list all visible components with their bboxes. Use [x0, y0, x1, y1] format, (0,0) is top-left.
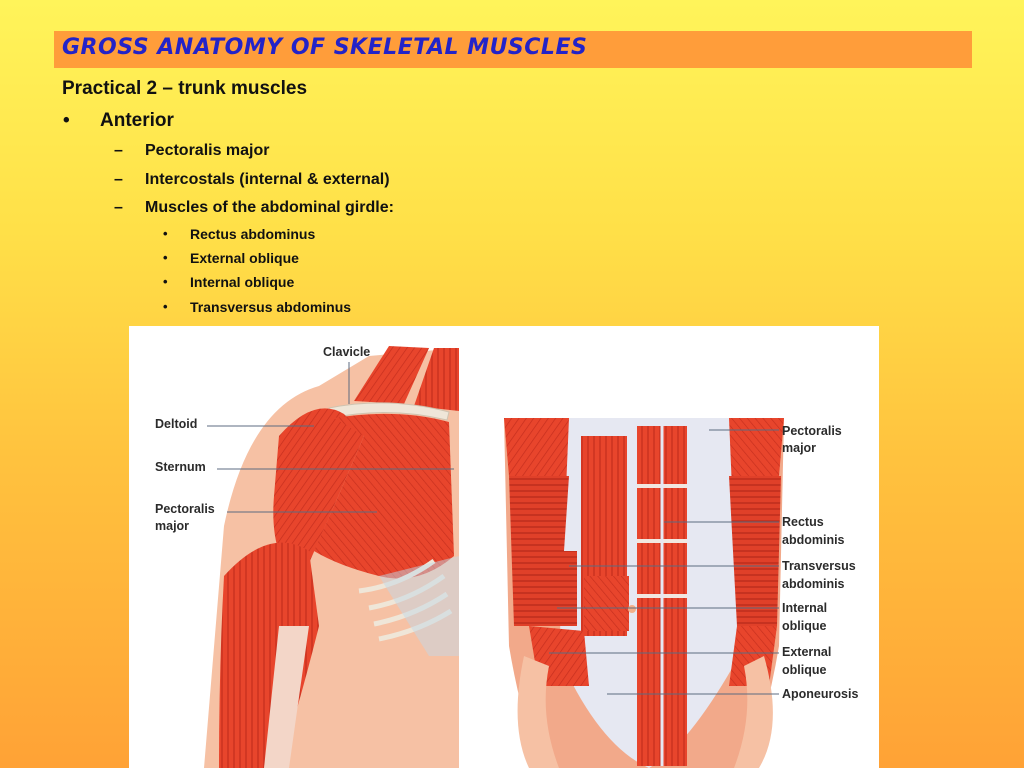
label-pectoralis-right-2: major	[782, 441, 817, 455]
anatomy-figure: Clavicle Deltoid Sternum Pectoralis majo…	[129, 326, 879, 768]
label-clavicle: Clavicle	[323, 345, 371, 359]
bullet-marker: •	[163, 274, 168, 289]
dash-marker: –	[114, 142, 123, 159]
sub-list-item: Rectus abdominus	[190, 226, 316, 242]
bullet-marker: •	[163, 226, 168, 241]
shoulder-illustration	[204, 346, 459, 768]
label-deltoid: Deltoid	[155, 417, 198, 431]
label-sternum: Sternum	[155, 460, 206, 474]
sub-list-item: External oblique	[190, 250, 299, 266]
label-aponeurosis: Aponeurosis	[782, 687, 859, 701]
slide-title: GROSS ANATOMY OF SKELETAL MUSCLES	[62, 35, 588, 60]
slide-subtitle: Practical 2 – trunk muscles	[62, 78, 308, 99]
dash-marker: –	[114, 199, 123, 216]
list-item: Intercostals (internal & external)	[145, 171, 390, 188]
label-internal-oblique: Internal	[782, 601, 828, 615]
label-transversus-2: abdominis	[782, 577, 845, 591]
abdomen-illustration	[504, 418, 784, 768]
label-external-oblique-2: oblique	[782, 663, 827, 677]
label-internal-oblique-2: oblique	[782, 619, 827, 633]
label-transversus: Transversus	[782, 559, 856, 573]
anatomy-illustration	[204, 346, 784, 768]
title-bar: GROSS ANATOMY OF SKELETAL MUSCLES	[54, 31, 972, 68]
label-pectoralis-left: Pectoralis	[155, 502, 215, 516]
label-pectoralis-left-2: major	[155, 519, 190, 533]
label-external-oblique: External	[782, 645, 832, 659]
label-rectus: Rectus	[782, 515, 824, 529]
list-item: Pectoralis major	[145, 142, 270, 159]
bullet-marker: •	[163, 250, 168, 265]
label-pectoralis-right: Pectoralis	[782, 424, 842, 438]
sub-list-item: Internal oblique	[190, 274, 295, 290]
section-heading: Anterior	[100, 110, 174, 131]
list-item: Muscles of the abdominal girdle:	[145, 199, 394, 216]
leader-lines	[207, 362, 779, 695]
bullet-marker: •	[63, 110, 70, 131]
dash-marker: –	[114, 171, 123, 188]
bullet-marker: •	[163, 299, 168, 314]
label-rectus-2: abdominis	[782, 533, 845, 547]
sub-list-item: Transversus abdominus	[190, 299, 352, 315]
